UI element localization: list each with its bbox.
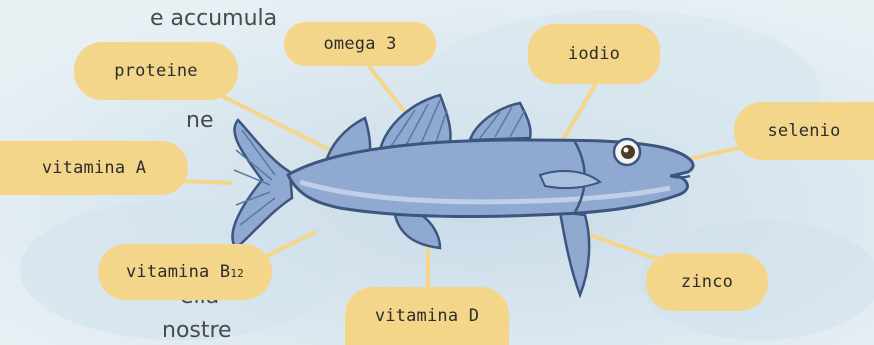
anal-fin (395, 214, 440, 248)
label-selenio: selenio (734, 102, 874, 160)
label-omega-3: omega 3 (284, 22, 436, 66)
label-vitamina-a: vitamina A (0, 141, 188, 195)
label-vitamina-d: vitamina D (345, 287, 509, 345)
fish-illustration (232, 95, 693, 295)
dorsal-fin-3 (470, 103, 531, 140)
label-zinco: zinco (646, 253, 768, 311)
tail-fin (232, 120, 292, 248)
label-proteine: proteine (74, 42, 238, 100)
label-iodio: iodio (528, 24, 660, 84)
pelvic-fin (560, 212, 589, 295)
